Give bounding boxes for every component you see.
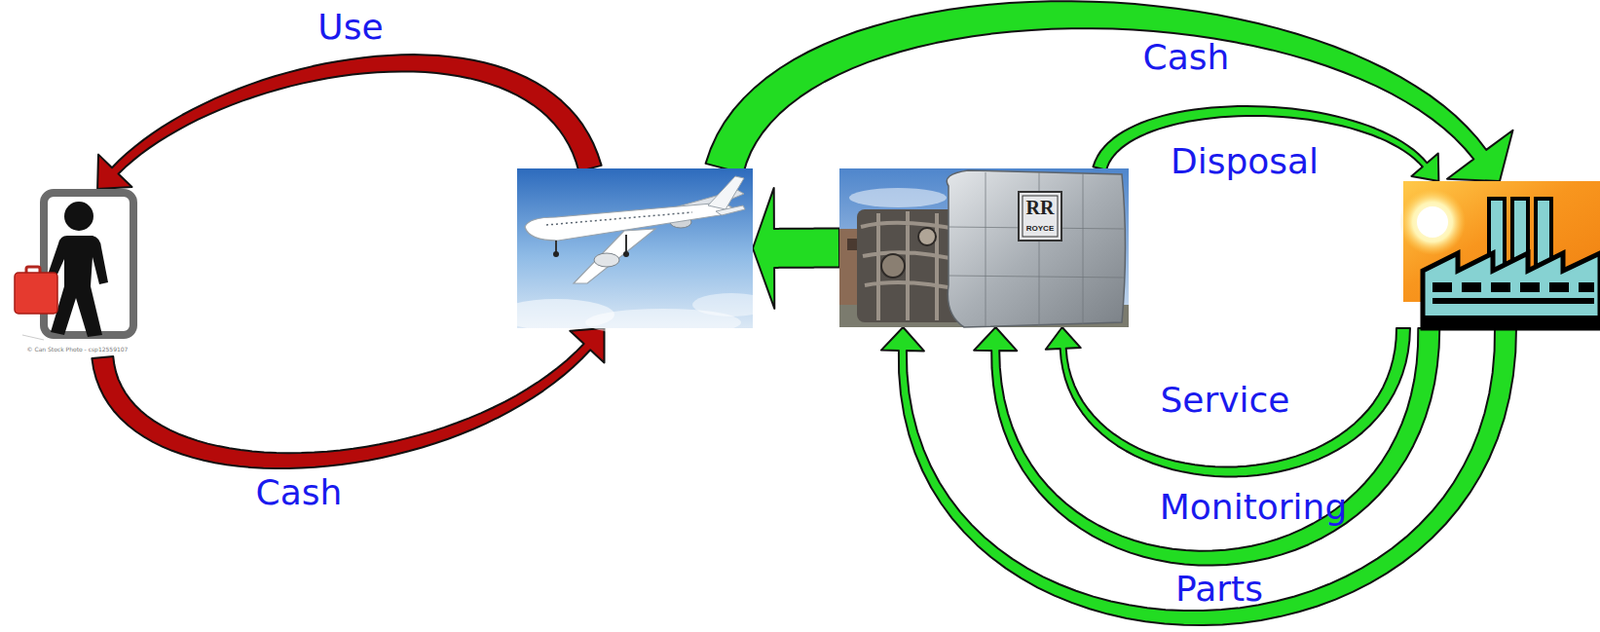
factory-icon-part (1461, 282, 1482, 293)
green-flow-arrow (1045, 327, 1411, 477)
airplane-node (517, 168, 753, 329)
passenger-node: © Can Stock Photo - csp12559107 (14, 188, 141, 358)
green-flow-arrow (881, 327, 1517, 626)
flow-label: Cash (1143, 39, 1230, 75)
jet-engine-photo-part (839, 168, 1129, 328)
flow-label: Disposal (1170, 144, 1319, 180)
airplane-photo-part (553, 251, 559, 258)
factory-icon-part (1399, 188, 1466, 256)
passenger-icon-part (64, 201, 94, 231)
factory-icon (1399, 181, 1600, 329)
factory-node (1403, 181, 1600, 329)
jet-engine-photo-part (1018, 191, 1062, 241)
jet-engine-photo (839, 168, 1129, 328)
passenger-icon (14, 192, 134, 340)
factory-icon-part (1422, 253, 1600, 329)
airplane-photo-part (625, 234, 628, 253)
factory-icon-part (1520, 282, 1540, 293)
airplane-photo-part (623, 251, 630, 258)
factory-icon-part (1432, 297, 1595, 304)
jet-engine-photo-part (849, 187, 947, 208)
jet-engine-photo-part (946, 170, 1125, 328)
airplane-photo-part (707, 176, 745, 210)
flow-label: Use (317, 9, 383, 45)
flow-label: Monitoring (1159, 489, 1348, 525)
flow-label: Parts (1175, 571, 1264, 607)
airplane-photo-part (594, 253, 620, 267)
passenger-icon-part (14, 272, 58, 314)
passenger-icon-part (22, 334, 44, 340)
factory-icon-part (1549, 282, 1569, 293)
airplane-photo (497, 168, 771, 336)
jet-engine-photo-part (948, 172, 1124, 327)
green-flow-arrow (1093, 106, 1440, 182)
green-flow-arrow (752, 187, 840, 309)
factory-icon-part (1416, 206, 1449, 238)
factory-icon-part (1578, 282, 1595, 293)
jet-engine-photo-part (918, 227, 936, 246)
factory-icon-part (1490, 282, 1511, 293)
logo-text: RR (1018, 197, 1062, 218)
flow-label: Cash (256, 475, 343, 511)
airplane-photo-part (573, 228, 656, 284)
red-flow-arrow (91, 328, 604, 469)
engine-node: RR ROYCE (839, 168, 1129, 328)
logo-text: ROYCE (1018, 224, 1062, 233)
flow-label: Service (1159, 382, 1290, 418)
green-flow-arrow (706, 0, 1514, 182)
airplane-photo-part (715, 205, 745, 216)
factory-icon-part (1432, 282, 1452, 293)
airplane-photo-part (546, 212, 693, 225)
airplane-photo-part (692, 293, 771, 317)
jet-engine-photo-part (881, 254, 905, 278)
green-flow-arrow (973, 327, 1440, 566)
airplane-photo-part (555, 240, 558, 253)
watermark-text: © Can Stock Photo - csp12559107 (14, 346, 141, 353)
factory-icon-part (1422, 315, 1600, 329)
